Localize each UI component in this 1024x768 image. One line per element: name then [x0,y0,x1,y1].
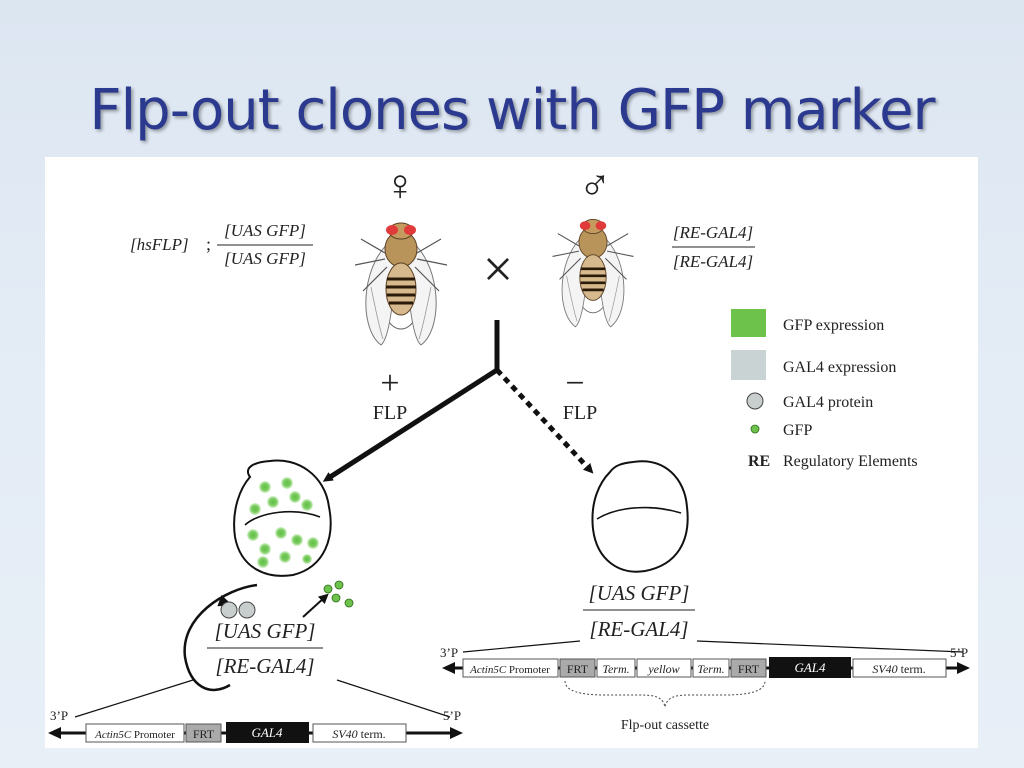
right-term1-label: Term. [602,662,629,676]
female-genotype-bottom: [UAS GFP] [224,249,306,268]
flp-out-diagram: ♀ ♂ [hsFLP] ; [UAS GFP] [UAS GFP] × [RE-… [48,161,970,743]
gal4-protein-1 [220,601,238,619]
gal4-feedback-arrow [183,583,258,692]
slide-title: Flp-out clones with GFP marker [89,78,935,143]
left-frt-box [185,723,222,743]
left-actin-promoter-label: Actin5C Promoter [94,729,175,741]
legend-re-key: RE [748,453,770,470]
left-zoom-line [336,679,451,718]
gfp-release-arrow [302,593,329,618]
gfp-expressing-disc [233,459,332,577]
right-construct-5p: 5’P [950,645,968,660]
legend-gfp-swatch [731,309,766,337]
legend-gfp-expression-label: GFP expression [783,317,884,334]
cross-symbol-icon: × [483,239,513,299]
gfp-product-dot [331,593,341,603]
left-actin-promoter-box [85,723,185,743]
right-gal4-box [769,657,851,678]
right-dna-arrow-right [957,662,970,674]
left-sv40-label: SV40 term. [332,727,385,741]
right-frt2-box [730,658,767,678]
left-construct-top: [UAS GFP] [215,619,316,643]
left-construct-5p: 5’P [443,708,461,723]
legend-gal4-expression-label: GAL4 expression [783,359,896,376]
right-term1-box [596,658,636,678]
male-symbol-icon: ♂ [579,161,612,210]
minus-flp-label: FLP [563,402,597,424]
left-construct-bottom: [RE-GAL4] [215,654,314,678]
right-construct-top: [UAS GFP] [589,581,690,605]
left-zoom-line [74,679,194,718]
non-expressing-disc [591,460,689,573]
right-actin-promoter-box [462,658,559,678]
left-gal4-box [226,722,309,743]
female-fly-illustration [353,221,449,347]
legend-re-value: Regulatory Elements [783,453,918,470]
female-hsflp-label: [hsFLP] [130,235,189,254]
right-zoom-line [462,640,581,653]
legend-gal4-protein-icon [746,392,764,410]
right-sv40-box [852,658,947,678]
left-sv40-box [312,723,407,743]
right-yellow-label: yellow [647,662,679,676]
gfp-product-dot [334,580,344,590]
minus-flp-arrow [495,368,594,474]
right-construct-bottom: [RE-GAL4] [589,617,688,641]
male-genotype-top: [RE-GAL4] [673,223,753,242]
right-frt1-box [559,658,596,678]
gal4-protein-2 [238,601,256,619]
left-frt-label: FRT [193,727,215,741]
right-sv40-label: SV40 term. [872,662,925,676]
gfp-product-dot [323,584,333,594]
plus-flp-arrow [322,367,499,482]
female-symbol-icon: ♀ [384,161,417,210]
gfp-product-dot [344,598,354,608]
right-yellow-box [636,658,692,678]
right-frt2-label: FRT [738,662,760,676]
cassette-label: Flp-out cassette [621,718,709,733]
right-zoom-line [696,640,964,653]
right-construct-3p: 3’P [440,645,458,660]
right-frt1-label: FRT [567,662,589,676]
right-dna-arrow-left [442,662,455,674]
left-dna-arrow-left [48,727,61,739]
male-genotype-bottom: [RE-GAL4] [673,252,753,271]
plus-sign: + [380,365,399,402]
right-term2-box [692,658,730,678]
left-construct-3p: 3’P [50,708,68,723]
legend-gal4-protein-label: GAL4 protein [783,394,873,411]
plus-flp-label: FLP [373,402,407,424]
legend-gfp-label: GFP [783,422,812,439]
right-gal4-label: GAL4 [794,660,826,675]
legend-gal4-swatch [731,350,766,380]
legend-gfp-dot-icon [750,424,760,434]
female-separator: ; [206,234,211,254]
figure-panel: ♀ ♂ [hsFLP] ; [UAS GFP] [UAS GFP] × [RE-… [45,157,978,748]
right-term2-label: Term. [697,662,724,676]
left-gal4-label: GAL4 [251,725,283,740]
female-genotype-top: [UAS GFP] [224,221,306,240]
minus-sign: − [565,365,584,402]
left-dna-arrow-right [450,727,463,739]
cassette-bracket [564,680,766,708]
male-fly-illustration [551,218,635,329]
right-actin-promoter-label: Actin5C Promoter [469,664,550,676]
